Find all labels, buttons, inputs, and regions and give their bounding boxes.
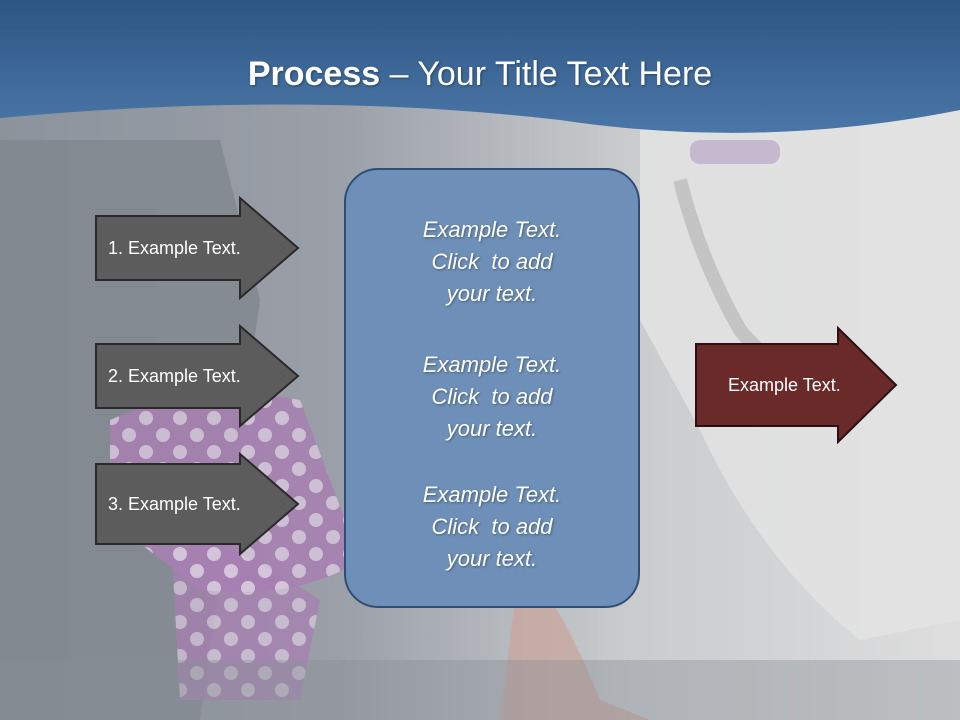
paragraph-line: Example Text.	[422, 352, 562, 377]
center-text-box[interactable]: Example Text. Click to add your text. Ex…	[344, 168, 640, 608]
paragraph-line: Click to add	[431, 514, 553, 539]
paragraph-line: Click to add	[431, 249, 553, 274]
step-arrow-2[interactable]: 2. Example Text.	[94, 324, 302, 428]
result-label: Example Text.	[728, 374, 841, 395]
paragraph-line: Click to add	[431, 384, 553, 409]
arrow-shape	[95, 196, 300, 300]
step-label-1: 1. Example Text.	[108, 237, 241, 258]
paragraph-line: your text.	[446, 416, 538, 441]
center-paragraph-2: Example Text. Click to add your text.	[346, 349, 638, 445]
step-arrow-3[interactable]: 3. Example Text.	[94, 452, 302, 556]
arrow-shape	[95, 324, 300, 428]
slide-title[interactable]: Process – Your Title Text Here	[0, 52, 960, 96]
paragraph-line: your text.	[446, 546, 538, 571]
title-bold: Process	[247, 55, 381, 93]
center-paragraph-1: Example Text. Click to add your text.	[346, 214, 638, 310]
arrow-shape	[695, 326, 898, 444]
arrow-shape	[95, 452, 300, 556]
paragraph-line: Example Text.	[422, 217, 562, 242]
step-arrow-1[interactable]: 1. Example Text.	[94, 196, 302, 300]
step-label-2: 2. Example Text.	[108, 365, 241, 386]
paragraph-line: Example Text.	[422, 482, 562, 507]
title-band	[0, 0, 960, 133]
paragraph-line: your text.	[446, 281, 538, 306]
center-paragraph-3: Example Text. Click to add your text.	[346, 479, 638, 575]
step-label-3: 3. Example Text.	[108, 493, 241, 514]
title-rest: – Your Title Text Here	[380, 55, 713, 93]
result-arrow[interactable]: Example Text.	[694, 326, 900, 444]
